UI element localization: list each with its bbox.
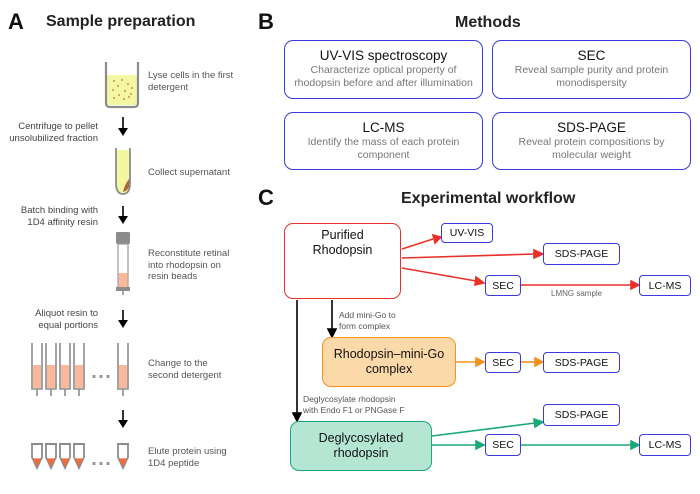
eppendorf-tube-icon [59, 443, 71, 471]
sec-box-red: SEC [485, 275, 521, 296]
step-lyse-line1: Lyse cells in the first [148, 70, 234, 81]
step-elute-line2: 1D4 peptide [148, 457, 200, 469]
method-card-uvvis: UV-VIS spectroscopy Characterize optical… [284, 40, 483, 99]
beaker-icon [104, 62, 140, 109]
uvvis-box: UV-VIS [441, 223, 493, 243]
transition-batch-line1: Batch binding with [20, 205, 98, 216]
tube-array-icon [31, 443, 129, 471]
deglyco-note-line1: Deglycosylate rhodopsin [303, 394, 396, 404]
deglyco-line1: Deglycosylated [318, 431, 404, 445]
column-array-icon [31, 343, 129, 396]
method-desc-line2: component [357, 149, 410, 161]
centrifuge-tube-icon [115, 148, 131, 195]
arrow-deglyco-to-sdspage [431, 422, 536, 437]
sdspage-box-orange: SDS-PAGE [543, 352, 620, 373]
resin-column-icon [59, 343, 71, 396]
deglycosylate-note: Deglycosylate rhodopsin with Endo F1 or … [303, 394, 405, 416]
method-desc-line1: Characterize optical property of [310, 64, 457, 76]
eppendorf-tube-icon [73, 443, 85, 471]
method-title: SEC [577, 48, 606, 63]
step-reconstitute-line3: resin beads [148, 271, 198, 282]
deglyco-note-line2: with Endo F1 or PNGase F [303, 405, 405, 415]
transition-aliquot: Aliquot resin to equal portions [0, 308, 98, 331]
step-reconstitute-line1: Reconstitute retinal [148, 248, 230, 259]
panel-c-letter: C [258, 185, 274, 210]
method-desc-line2: monodispersity [556, 77, 627, 89]
step-collect: Collect supernatant [148, 167, 230, 179]
resin-column-icon [73, 343, 85, 396]
panel-c-title: Experimental workflow [401, 190, 576, 207]
step-change-line2: second detergent [148, 369, 222, 381]
method-desc-line1: Identify the mass of each protein [307, 136, 460, 148]
rhodopsin-minigo-complex-box: Rhodopsin–mini-Go complex [322, 337, 456, 387]
resin-column-icon [31, 343, 43, 396]
transition-batch-binding: Batch binding with 1D4 affinity resin [0, 205, 98, 228]
arrow-down-icon [118, 410, 128, 428]
step-lyse: Lyse cells in the first detergent [148, 70, 233, 93]
step-change-line1: Change to the [148, 358, 208, 369]
arrow-down-icon [118, 206, 128, 224]
add-minigo-note: Add mini-Go to form complex [339, 310, 396, 332]
step-reconstitute: Reconstitute retinal into rhodopsin on r… [148, 248, 229, 283]
resin-column-icon [45, 343, 57, 396]
method-card-lcms: LC-MS Identify the mass of each protein … [284, 112, 483, 170]
resin-column-icon [116, 232, 130, 295]
step-elute: Elute protein using 1D4 peptide [148, 446, 227, 469]
step-elute-line1: Elute protein using [148, 446, 227, 457]
transition-centrifuge-line1: Centrifuge to pellet [18, 121, 98, 132]
ellipsis-dots-icon [92, 462, 110, 465]
step-change-detergent: Change to the second detergent [148, 358, 221, 381]
method-desc-line1: Reveal sample purity and protein [514, 64, 669, 76]
add-minigo-line2: form complex [339, 321, 391, 331]
transition-batch-line2: 1D4 affinity resin [27, 216, 98, 228]
transition-aliquot-line1: Aliquot resin to [35, 308, 98, 319]
complex-line1: Rhodopsin–mini-Go [333, 347, 445, 361]
sec-box-orange: SEC [485, 352, 521, 373]
deglyco-line2: rhodopsin [333, 446, 389, 460]
method-title: LC-MS [362, 120, 405, 135]
transition-centrifuge-line2: unsolubilized fraction [9, 132, 98, 144]
method-title: SDS-PAGE [557, 120, 626, 135]
sdspage-box-green: SDS-PAGE [543, 404, 620, 426]
purified-rhodopsin-box: Purified Rhodopsin [284, 223, 401, 299]
panel-a-title: Sample preparation [46, 13, 196, 30]
step-reconstitute-line2: into rhodopsin on [148, 259, 221, 271]
ellipsis-dots-icon [92, 375, 110, 378]
method-title: UV-VIS spectroscopy [319, 48, 448, 63]
method-desc-line2: molecular weight [552, 149, 631, 161]
panel-b-letter: B [258, 9, 274, 34]
method-desc-line1: Reveal protein compositions by [518, 136, 665, 148]
purified-line1: Purified [321, 228, 364, 242]
sdspage-box-red: SDS-PAGE [543, 243, 620, 265]
panel-b-title: Methods [455, 14, 521, 31]
arrow-purified-to-uvvis [401, 238, 434, 250]
transition-aliquot-line2: equal portions [38, 319, 98, 331]
arrow-purified-to-sdspage [401, 253, 536, 259]
step-lyse-line2: detergent [148, 81, 189, 93]
arrow-down-icon [118, 117, 128, 136]
eppendorf-tube-icon [117, 443, 129, 471]
arrow-purified-to-sec [401, 267, 477, 282]
method-desc-line2: rhodopsin before and after illumination [294, 77, 473, 89]
panel-a-letter: A [8, 9, 24, 34]
transition-centrifuge: Centrifuge to pellet unsolubilized fract… [0, 121, 98, 144]
lcms-box-green: LC-MS [639, 434, 691, 456]
step-collect-line1: Collect supernatant [148, 167, 230, 178]
deglycosylated-rhodopsin-box: Deglycosylated rhodopsin [290, 421, 432, 471]
eppendorf-tube-icon [31, 443, 43, 471]
purified-line2: Rhodopsin [312, 243, 373, 257]
eppendorf-tube-icon [45, 443, 57, 471]
add-minigo-line1: Add mini-Go to [339, 310, 396, 320]
lcms-box-red: LC-MS [639, 275, 691, 296]
sec-box-green: SEC [485, 434, 521, 456]
method-card-sec: SEC Reveal sample purity and protein mon… [492, 40, 691, 99]
arrow-down-icon [118, 310, 128, 328]
lmng-sample-note: LMNG sample [551, 289, 603, 298]
method-card-sdspage: SDS-PAGE Reveal protein compositions by … [492, 112, 691, 170]
complex-line2: complex [365, 362, 413, 376]
resin-column-icon [117, 343, 129, 396]
